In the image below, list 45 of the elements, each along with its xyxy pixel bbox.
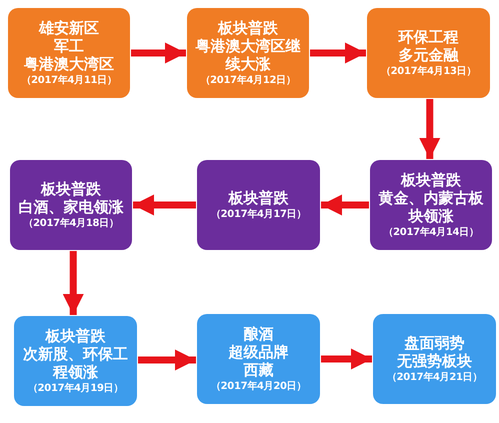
process-box: [197, 314, 320, 404]
box-text: 粤港澳大湾区: [24, 54, 114, 72]
box-text: 酿酒: [244, 324, 274, 342]
box-text: 粤港澳大湾区继续大涨: [194, 36, 302, 72]
box-text: 板块普跌: [218, 18, 278, 36]
date-text: （2017年4月21日）: [386, 370, 482, 384]
box-text: 黄金、内蒙古板块领涨: [378, 188, 484, 224]
box-text: 环保工程: [398, 28, 458, 46]
process-box: [187, 8, 309, 98]
process-box: [373, 314, 496, 404]
date-text: （2017年4月13日）: [380, 64, 476, 78]
arrow: [321, 194, 369, 216]
box-text: 无强势板块: [397, 352, 472, 370]
date-text: （2017年4月20日）: [210, 380, 306, 394]
arrow: [310, 42, 366, 64]
arrow: [62, 251, 84, 315]
box-text: 盘面弱势: [404, 334, 464, 352]
box-text: 板块普跌: [46, 326, 106, 344]
process-box: [14, 316, 137, 406]
arrow: [131, 42, 186, 64]
arrow: [321, 348, 372, 370]
box-text: 板块普跌: [41, 180, 101, 198]
box-text: 军工: [54, 36, 84, 54]
box-text: 板块普跌: [228, 188, 288, 206]
date-text: （2017年4月18日）: [23, 216, 119, 230]
box-text: 白酒、家电领涨: [18, 198, 124, 216]
process-box: [8, 8, 130, 98]
arrow: [419, 99, 440, 159]
date-text: （2017年4月11日）: [21, 74, 117, 88]
process-box: [197, 160, 320, 250]
date-text: （2017年4月17日）: [210, 208, 306, 222]
box-text: 次新股、环保工程领涨: [22, 344, 129, 380]
process-box: [10, 160, 132, 250]
date-text: （2017年4月12日）: [200, 74, 296, 88]
process-box: [370, 160, 492, 250]
box-text: 多元金融: [398, 46, 458, 64]
box-text: 西藏: [244, 360, 274, 378]
arrow: [138, 350, 196, 370]
date-text: （2017年4月19日）: [28, 382, 124, 396]
box-text: 雄安新区: [39, 18, 99, 36]
box-text: 板块普跌: [401, 170, 461, 188]
process-box: [367, 8, 490, 98]
date-text: （2017年4月14日）: [383, 226, 479, 240]
arrow: [133, 194, 196, 216]
box-text: 超级品牌: [228, 342, 288, 360]
